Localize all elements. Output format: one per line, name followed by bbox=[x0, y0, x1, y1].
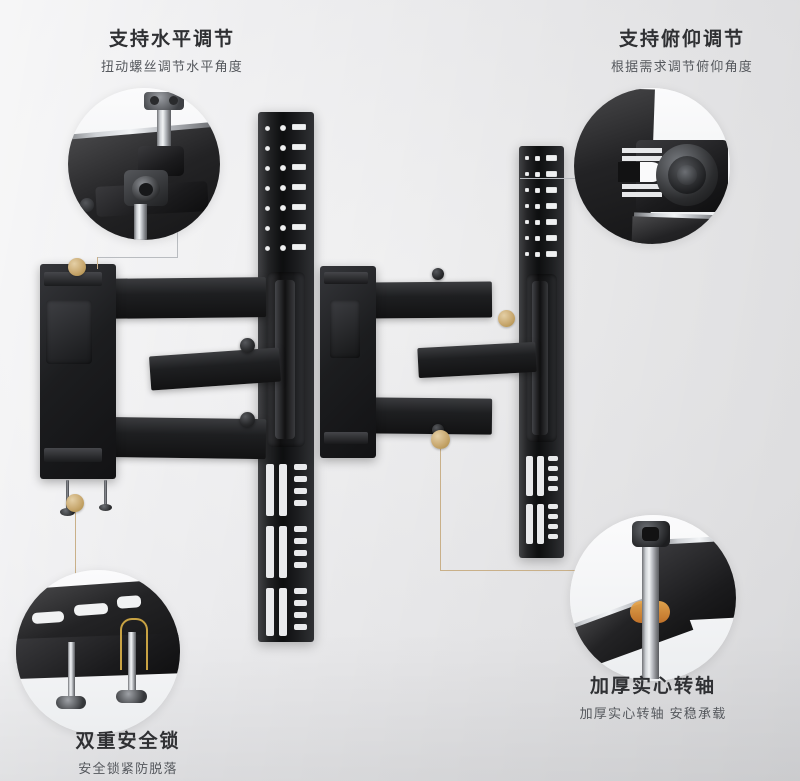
connector-line-horizontal-adjust-h bbox=[97, 257, 178, 259]
safety-pin-left bbox=[66, 480, 69, 510]
callout-title-horizontal-adjust: 支持水平调节 bbox=[108, 29, 235, 50]
extension-arm-diagonal-mid bbox=[417, 341, 537, 379]
callout-title-solid-pivot: 加厚实心转轴 bbox=[589, 676, 716, 697]
extension-arm-upper-left bbox=[95, 277, 267, 319]
mount-plate-bracket-left bbox=[44, 272, 102, 286]
detail-photo-safety-lock-pins bbox=[16, 570, 180, 734]
marker-dot-horizontal-adjust bbox=[68, 258, 86, 276]
safety-pin-head-left-2 bbox=[99, 504, 112, 511]
pivot-joint-mid-top bbox=[432, 268, 444, 280]
callout-title-safety-lock: 双重安全锁 bbox=[75, 731, 181, 752]
extension-arm-lower-mid bbox=[361, 397, 493, 435]
mount-plate-detail-left bbox=[46, 300, 92, 364]
callout-subtitle-horizontal-adjust: 扭动螺丝调节水平角度 bbox=[100, 58, 243, 74]
mount-plate-bracket-mid-2 bbox=[324, 432, 368, 444]
marker-dot-safety-lock bbox=[66, 494, 84, 512]
tv-mount-plate-left bbox=[40, 264, 116, 479]
mount-plate-bracket-left-2 bbox=[44, 448, 102, 462]
mount-plate-bracket-mid bbox=[324, 272, 368, 284]
detail-photo-tilt-ratchet bbox=[574, 88, 730, 244]
connector-line-horizontal-adjust bbox=[177, 228, 179, 258]
connector-line-solid-pivot bbox=[440, 447, 442, 571]
callout-solid-pivot: 加厚实心转轴 加厚实心转轴 安稳承载 bbox=[523, 675, 783, 723]
marker-dot-solid-pivot bbox=[431, 430, 450, 449]
connector-stem-horizontal-adjust bbox=[97, 257, 99, 269]
callout-tilt-adjust: 支持俯仰调节 根据需求调节俯仰角度 bbox=[552, 28, 800, 76]
safety-pin-left-2 bbox=[104, 480, 107, 506]
detail-photo-adjustment-screw bbox=[68, 88, 220, 240]
callout-subtitle-tilt-adjust: 根据需求调节俯仰角度 bbox=[610, 58, 753, 74]
tv-mount-plate-mid bbox=[320, 266, 376, 458]
connector-line-solid-pivot-h bbox=[440, 570, 588, 572]
callout-safety-lock: 双重安全锁 安全锁紧防脱落 bbox=[0, 730, 258, 778]
connector-line-tilt-adjust bbox=[520, 178, 580, 180]
extension-arm-upper-mid bbox=[361, 281, 493, 319]
pivot-joint-left-bottom bbox=[240, 412, 255, 427]
pivot-joint-left-top bbox=[240, 338, 255, 353]
callout-title-tilt-adjust: 支持俯仰调节 bbox=[618, 29, 745, 50]
safety-pin-head-left bbox=[60, 508, 75, 516]
connector-line-safety-lock bbox=[75, 506, 77, 580]
vertical-wall-rail-left bbox=[258, 112, 314, 642]
callout-horizontal-adjust: 支持水平调节 扭动螺丝调节水平角度 bbox=[42, 28, 302, 76]
mount-plate-detail-mid bbox=[330, 300, 360, 358]
callout-subtitle-safety-lock: 安全锁紧防脱落 bbox=[78, 760, 178, 776]
marker-dot-right-rail bbox=[498, 310, 515, 327]
detail-photo-solid-pivot-shaft bbox=[570, 515, 736, 681]
callout-subtitle-solid-pivot: 加厚实心转轴 安稳承载 bbox=[579, 705, 727, 721]
